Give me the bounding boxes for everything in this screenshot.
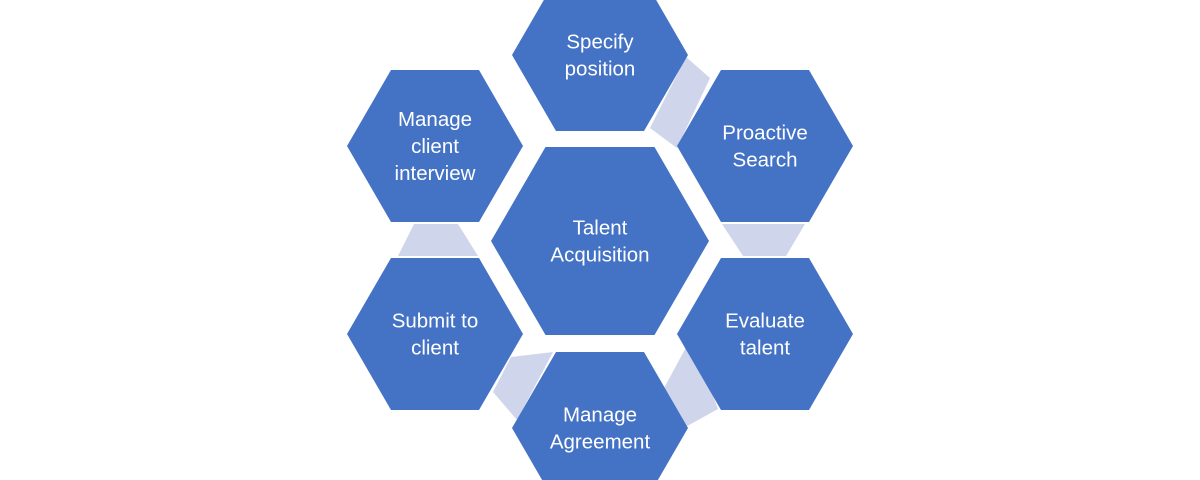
hexagon-specify-position: Specify position [512,0,688,131]
connector-evaluate-to-agreement [662,338,718,430]
hexagon-label-manage-agreement: Agreement [550,431,651,454]
hexagon-evaluate-talent: Evaluate talent [677,258,853,410]
hexagon-label-manage-client-interview: client [411,135,459,158]
hexagon-shape-evaluate-talent [677,258,853,410]
hexagon-label-submit-to-client: Submit to [392,310,479,333]
hexagon-label-specify-position: position [565,58,636,81]
hexagon-label-submit-to-client: client [411,337,459,360]
hexagon-label-center: Acquisition [550,244,649,267]
hexagon-label-manage-client-interview: interview [395,162,476,185]
hexagon-submit-to-client: Submit to client [347,258,523,410]
hexagon-shape-proactive-search [677,70,853,222]
hexagon-shape-center [491,147,709,335]
hexagon-label-proactive-search: Proactive [722,122,807,145]
hexagon-label-evaluate-talent: Evaluate [725,310,805,333]
hexagon-manage-client-interview: Manage client interview [347,70,523,222]
hexagon-label-specify-position: Specify [566,31,634,54]
connectors [398,57,805,430]
hexagon-label-proactive-search: Search [733,149,798,172]
hexagon-label-manage-client-interview: Manage [398,108,472,131]
connector-submit-to-agreement [493,352,553,420]
hexagon-label-evaluate-talent: talent [740,337,790,360]
connector-specify-to-proactive [650,57,710,148]
hexagon-shape-specify-position [512,0,688,131]
hexagon-label-center: Talent [573,217,628,240]
hexagon-shape-manage-client-interview [347,70,523,222]
hexagon-shape-manage-agreement [512,352,688,480]
connector-proactive-to-evaluate [722,224,805,256]
hexagon-label-manage-agreement: Manage [563,404,637,427]
hexagon-shape-submit-to-client [347,258,523,410]
connector-interview-to-submit [398,224,478,256]
